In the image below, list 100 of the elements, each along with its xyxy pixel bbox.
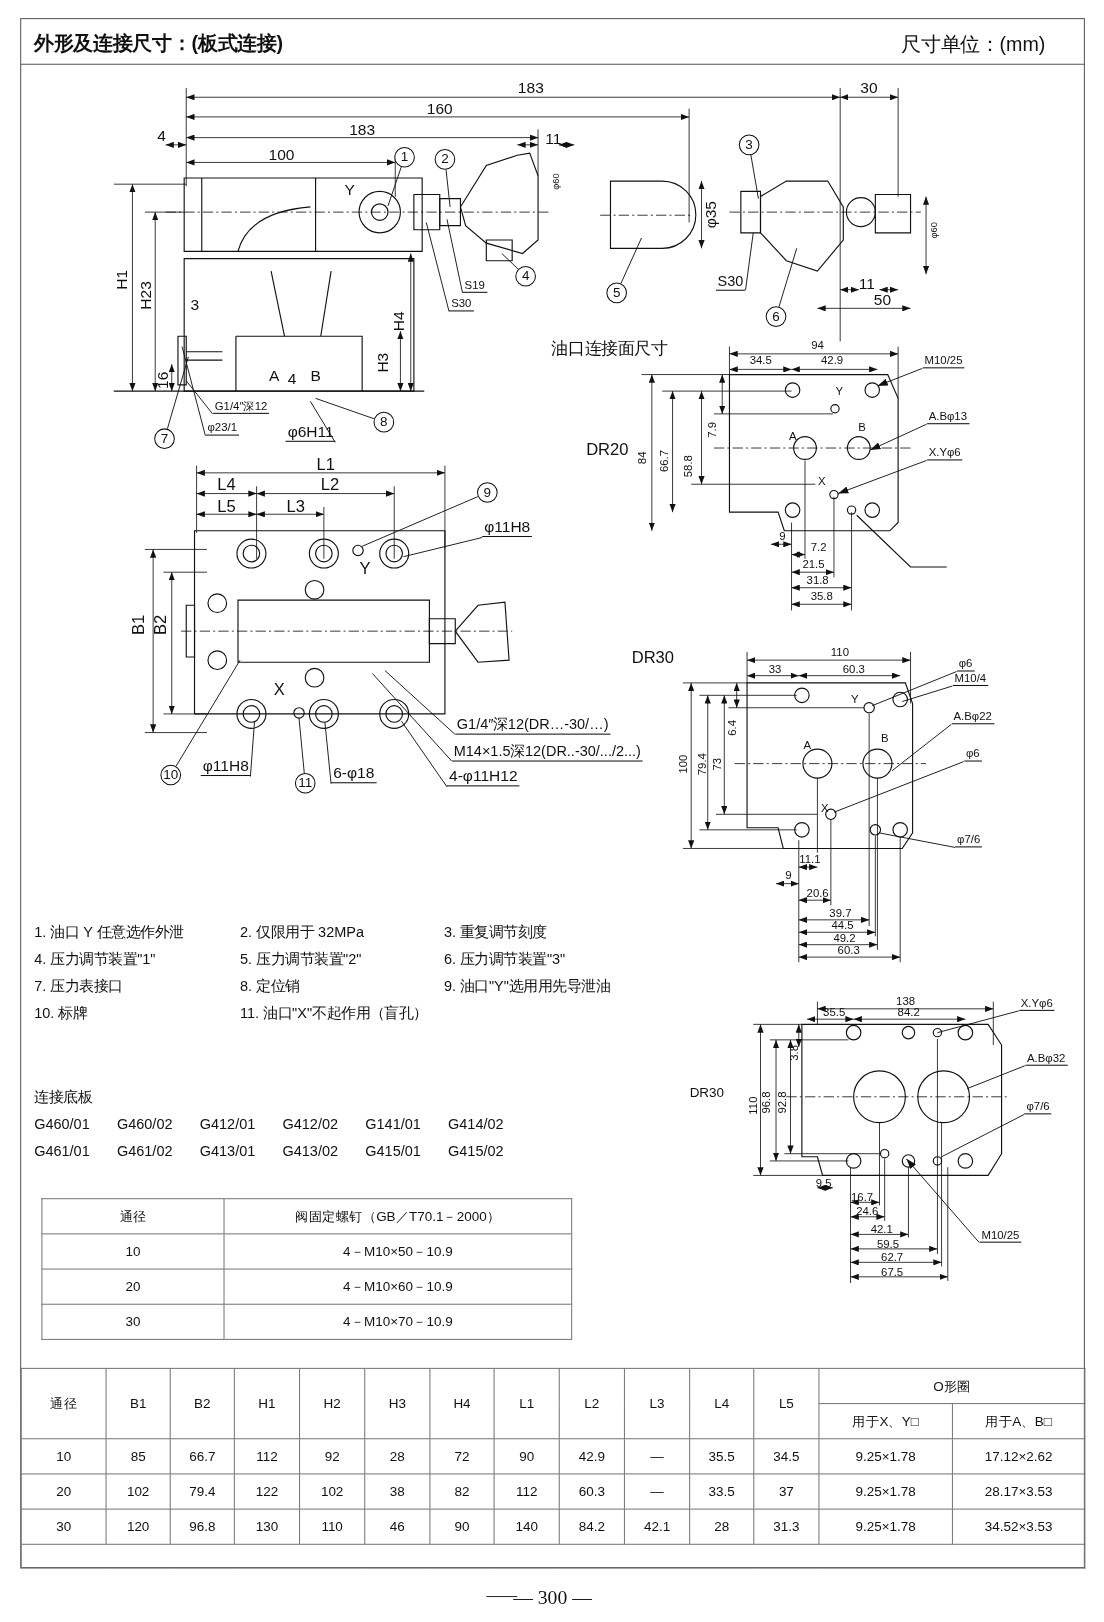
dimension-label: 20.6	[806, 887, 829, 899]
table-value: —	[650, 1448, 664, 1465]
dimension-label: 9	[779, 530, 786, 542]
part-number: G412/01	[199, 1116, 256, 1131]
dimension-label: 4	[287, 369, 297, 386]
part-number: G461/02	[116, 1143, 173, 1158]
dimension-label: L5	[217, 498, 236, 516]
part-number: G413/02	[282, 1143, 339, 1158]
table-value: 4－M10×70－10.9	[343, 1313, 453, 1330]
table-value: 92	[324, 1448, 340, 1465]
port-label: B	[881, 732, 889, 744]
part-number: G414/02	[448, 1116, 504, 1131]
port-label: A	[803, 739, 812, 751]
dimension-label: 16	[154, 371, 171, 389]
callout-number: 8	[373, 411, 395, 433]
table-value: 37	[778, 1483, 794, 1500]
dimension-label: 50	[873, 291, 892, 307]
dimension-label: 42.1	[870, 1223, 893, 1235]
note-text: 8. 定位销	[240, 978, 300, 994]
column-header: L1	[519, 1395, 535, 1412]
port-label: Y	[851, 692, 859, 705]
table-value: 110	[321, 1518, 343, 1535]
column-header: H2	[323, 1395, 341, 1412]
table-value: 96.8	[189, 1518, 216, 1535]
dimension-label: 110	[830, 646, 849, 658]
table-value: 9.25×1.78	[855, 1448, 916, 1465]
callout-label: φ7/6	[955, 832, 983, 848]
leader-line	[309, 401, 336, 443]
dimension-label: 183	[349, 120, 376, 137]
dimension-label: 49.2	[833, 931, 856, 944]
dimension-label: 11	[545, 129, 562, 146]
dimension-label: 60.3	[842, 662, 865, 675]
leader-line	[249, 720, 255, 777]
dimension-label: 58.8	[682, 454, 694, 477]
leader-line	[166, 356, 189, 430]
table-value: 20	[56, 1483, 72, 1500]
port-label: X	[817, 475, 826, 487]
dimension-label: 33	[768, 662, 782, 675]
leader-line	[372, 673, 453, 762]
callout-label: G1/4″深12	[212, 399, 270, 414]
table-value: 112	[256, 1448, 278, 1465]
part-number: G460/01	[34, 1116, 90, 1131]
column-header: O形圈	[933, 1377, 971, 1394]
dimension-label: 9	[785, 869, 792, 882]
leader-line	[966, 1065, 1026, 1089]
table-value: 34.5	[773, 1448, 800, 1465]
table-value: 30	[56, 1518, 72, 1535]
callout-label: M10/4	[952, 671, 989, 687]
dimension-label: 60.3	[837, 944, 860, 956]
leader-line	[778, 247, 798, 308]
port-label: B	[310, 366, 321, 383]
dimension-label: B2	[152, 614, 170, 636]
callout-label: φ11H8	[482, 517, 533, 537]
table-value: 30	[125, 1314, 141, 1330]
note-text: 3. 重复调节刻度	[443, 925, 547, 940]
page-title: 外形及连接尺寸：(板式连接)	[34, 33, 284, 53]
column-header: H3	[388, 1395, 406, 1412]
table-value: 10	[125, 1243, 141, 1260]
dimension-label: 4	[157, 126, 166, 143]
callout-label: A.Bφ13	[926, 409, 970, 425]
port-label: Y	[835, 385, 844, 397]
table-value: 120	[126, 1518, 150, 1535]
dimension-label: 31.8	[806, 573, 829, 586]
leader-line	[361, 496, 479, 547]
note-text: 7. 压力表接口	[34, 978, 123, 994]
dimension-label: 62.7	[881, 1251, 904, 1263]
dimension-label: 79.4	[696, 752, 708, 775]
dimension-label: 66.7	[657, 449, 670, 472]
leader-line	[620, 237, 642, 284]
leader-line	[175, 659, 241, 767]
note-text: 6. 压力调节装置"3"	[443, 951, 566, 967]
part-number: G413/01	[199, 1143, 256, 1158]
column-header: B1	[129, 1395, 147, 1412]
column-header: B2	[194, 1395, 211, 1412]
table-value: 28	[714, 1518, 730, 1535]
leader-line	[403, 537, 483, 558]
note-text: 11. 油口"X"不起作用（盲孔）	[240, 1005, 428, 1021]
leader-line	[879, 832, 956, 848]
leader-line	[315, 397, 375, 420]
port-label: X	[273, 681, 285, 699]
table-value: 60.3	[578, 1483, 605, 1500]
table-value: 82	[454, 1483, 470, 1500]
table-value: 85	[130, 1448, 146, 1465]
dimension-label: 3	[190, 296, 199, 312]
dimension-label: H4	[389, 310, 406, 331]
callout-label: X.Yφ6	[1018, 996, 1055, 1011]
part-number: G415/01	[365, 1143, 421, 1158]
callout-label: 6-φ18	[331, 764, 377, 784]
dimension-label: 11	[858, 274, 875, 291]
table-value: 10	[56, 1448, 72, 1465]
table-value: 42.1	[643, 1518, 671, 1535]
dimension-label: 7.2	[810, 541, 827, 554]
callout-label: G1/4″深12(DR…-30/…)	[454, 716, 611, 735]
dimension-label: 160	[426, 99, 453, 116]
leader-line	[446, 218, 463, 294]
dimension-label: 16.7	[851, 1191, 874, 1203]
callout-label: φ7/6	[1024, 1099, 1052, 1115]
callout-label: A.Bφ32	[1024, 1051, 1068, 1066]
leader-line	[324, 721, 332, 785]
column-header: 通径	[119, 1208, 147, 1224]
